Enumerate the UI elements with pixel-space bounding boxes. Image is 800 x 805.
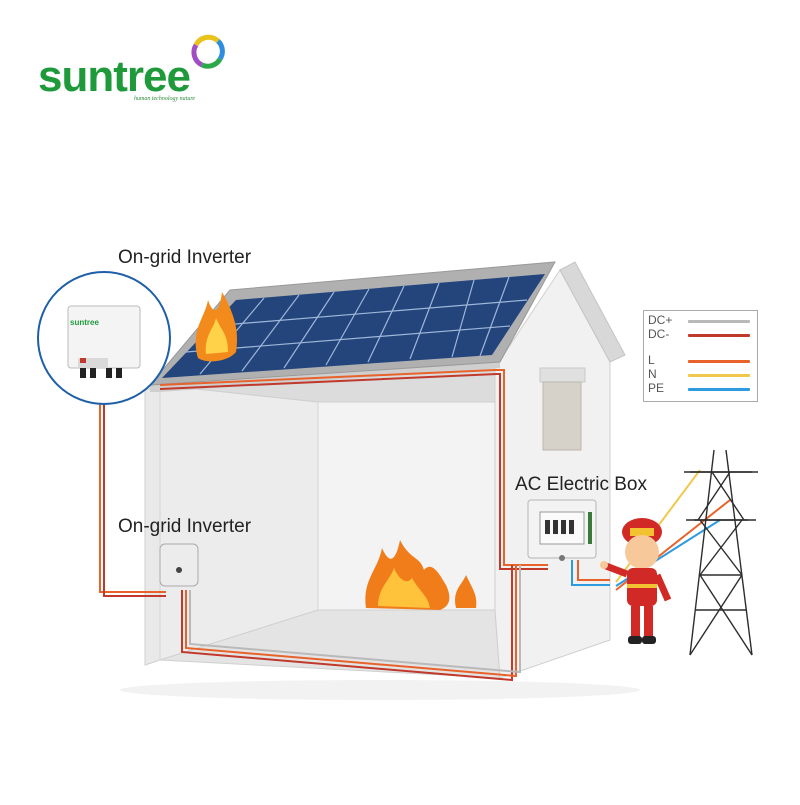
roof-edge-right — [559, 261, 626, 363]
legend-label-n: N — [648, 367, 657, 381]
legend-swatch-l — [688, 360, 750, 363]
legend-swatch-pe — [688, 388, 750, 391]
window — [542, 381, 582, 451]
fire-icon — [195, 292, 238, 362]
label-inverter-top: On-grid Inverter — [118, 247, 252, 268]
roof — [148, 261, 556, 386]
legend-label-dc: DC- — [648, 327, 670, 341]
legend-swatch-n — [688, 374, 750, 377]
solar-panel-grid — [185, 276, 528, 375]
house — [144, 261, 626, 679]
brand-tagline: human technology nature — [134, 96, 196, 102]
solar-panel-array — [162, 274, 545, 378]
ac-electric-box — [527, 499, 597, 561]
label-inverter-bottom: On-grid Inverter — [118, 516, 252, 537]
legend-label-dc: DC+ — [648, 313, 673, 327]
inverter-callout — [37, 271, 171, 405]
brand-name: suntree — [38, 52, 191, 101]
inverter-small — [159, 543, 199, 587]
suntree-logo-icon — [191, 34, 225, 69]
transmission-tower-icon — [684, 449, 758, 656]
legend-swatch-dc — [688, 334, 750, 337]
label-ac-electric-box: AC Electric Box — [515, 474, 647, 495]
ground-shadow — [120, 680, 640, 700]
window-lintel — [539, 367, 586, 383]
legend-swatch-dc — [688, 320, 750, 323]
legend-label-pe: PE — [648, 381, 665, 395]
inverter-brand-text: suntree — [70, 318, 99, 327]
fire-icon — [365, 540, 477, 610]
wiring — [99, 369, 731, 682]
firefighter-icon — [600, 518, 672, 644]
legend-label-l: L — [648, 353, 655, 367]
